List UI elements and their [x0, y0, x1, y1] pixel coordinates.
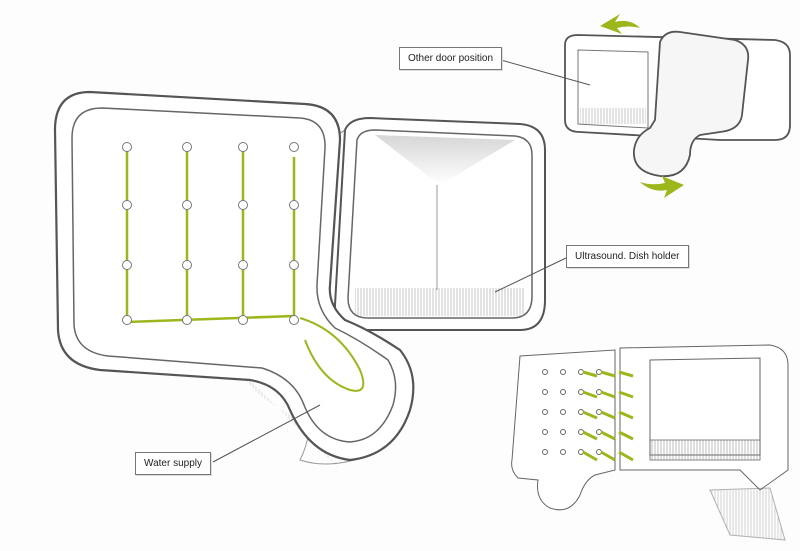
rotate-arrow-icon — [640, 176, 684, 198]
rotate-arrow-icon — [600, 14, 640, 34]
spray-arrow — [618, 370, 634, 378]
spray-arrow — [600, 390, 616, 399]
nozzle-dot — [182, 142, 192, 152]
nozzle-dots — [122, 142, 299, 325]
spray-arrow — [618, 430, 634, 441]
spray-arrow — [618, 450, 634, 462]
spray-arrow — [600, 430, 616, 441]
spray-arrow — [600, 410, 616, 420]
spray-arrow — [582, 370, 598, 378]
spray-arrow — [582, 390, 598, 399]
leader-lines — [212, 59, 591, 463]
wire-dot — [542, 389, 548, 395]
spray-arrow — [618, 390, 634, 399]
water-nozzle-grid — [125, 147, 365, 392]
door-alt-view — [564, 14, 791, 198]
nozzle-dot — [122, 200, 132, 210]
spray-arrow — [582, 450, 598, 462]
nozzle-dot — [182, 260, 192, 270]
nozzle-dot — [182, 315, 192, 325]
wire-dot — [542, 369, 548, 375]
spray-arrow — [582, 430, 598, 441]
label-water-supply: Water supply — [135, 452, 211, 475]
nozzle-dot — [289, 142, 299, 152]
wire-dot — [560, 389, 566, 395]
label-ultrasound-dish-holder: Ultrasound. Dish holder — [566, 245, 689, 268]
nozzle-dot — [289, 315, 299, 325]
wire-dot — [560, 369, 566, 375]
nozzle-dot — [289, 260, 299, 270]
wire-dot — [560, 429, 566, 435]
wire-dot — [560, 409, 566, 415]
nozzle-dot — [238, 142, 248, 152]
spray-arrow — [600, 370, 616, 378]
nozzle-dot — [182, 200, 192, 210]
nozzle-dot — [238, 200, 248, 210]
wire-dot — [542, 409, 548, 415]
spray-arrow — [600, 450, 616, 462]
door-panel — [53, 90, 415, 470]
nozzle-dot — [289, 200, 299, 210]
wireframe-view — [511, 344, 789, 541]
nozzle-dot — [238, 315, 248, 325]
wire-dot — [542, 429, 548, 435]
spray-arrow — [582, 410, 598, 420]
wire-dot — [560, 449, 566, 455]
wire-dot — [542, 449, 548, 455]
nozzle-dot — [122, 142, 132, 152]
label-other-door-position: Other door position — [399, 47, 503, 70]
nozzle-dot — [238, 260, 248, 270]
cabinet-box — [329, 116, 546, 331]
spray-arrow — [618, 410, 634, 420]
nozzle-dot — [122, 260, 132, 270]
nozzle-dot — [122, 315, 132, 325]
